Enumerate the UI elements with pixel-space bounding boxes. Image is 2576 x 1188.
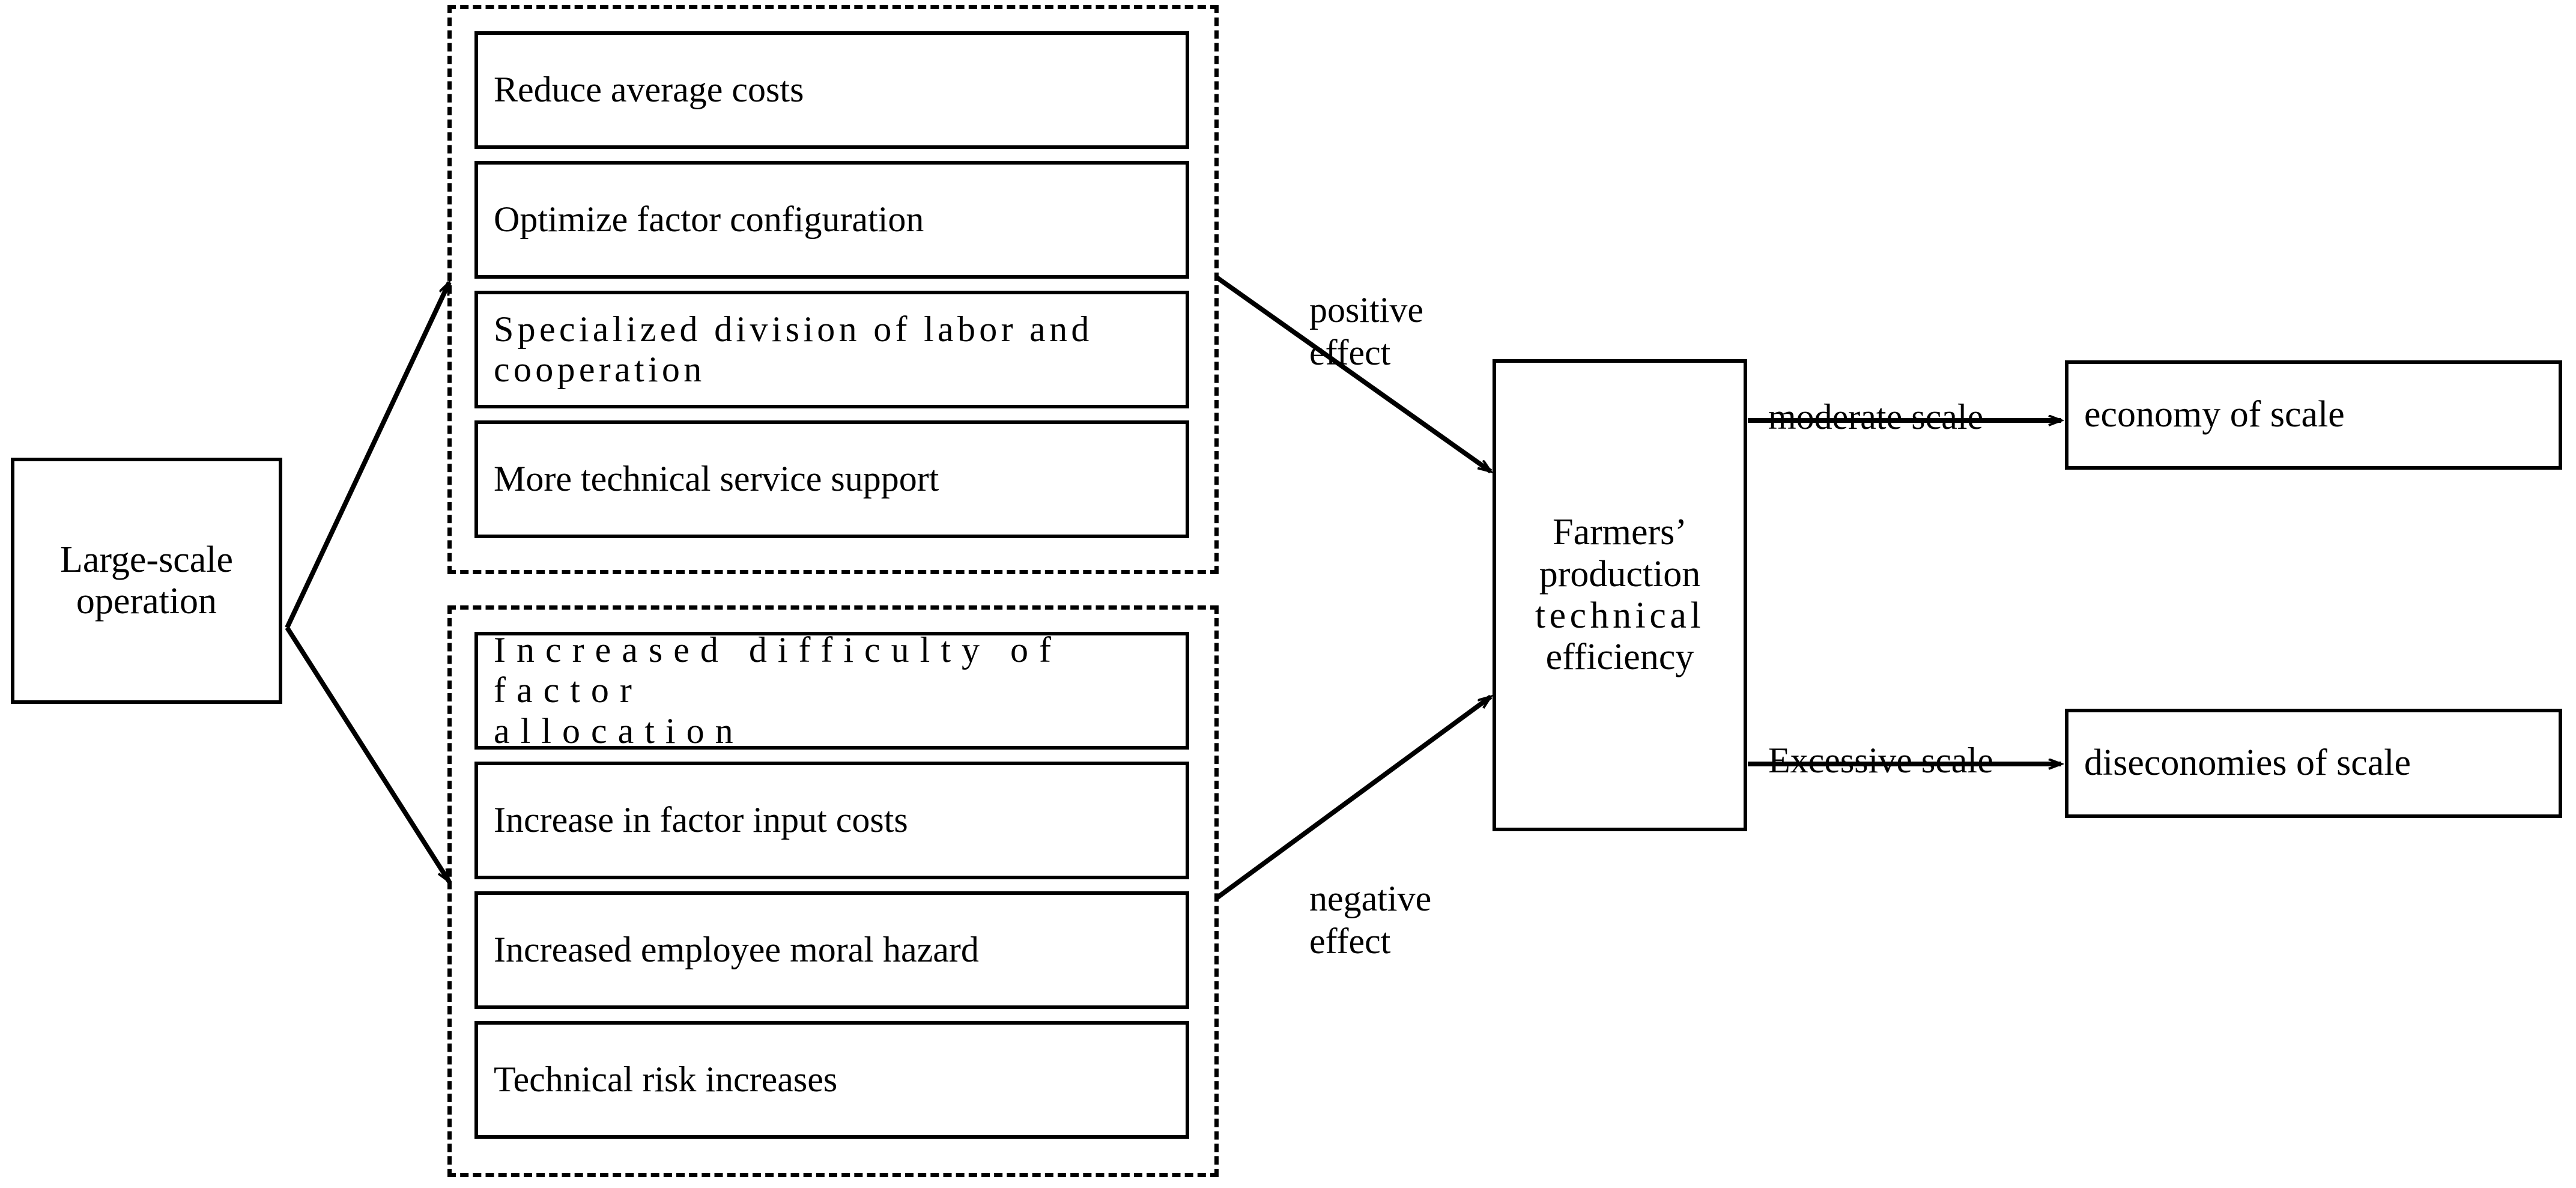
node-increase-in-factor-input-costs[interactable]: Increase in factor input costs bbox=[474, 762, 1189, 879]
node-increase-in-factor-input-costs-label: Increase in factor input costs bbox=[494, 800, 908, 840]
node-more-technical-service-support[interactable]: More technical service support bbox=[474, 420, 1189, 538]
node-optimize-factor-configuration-label: Optimize factor configuration bbox=[494, 199, 924, 240]
node-technical-risk-increases[interactable]: Technical risk increases bbox=[474, 1021, 1189, 1139]
node-diseconomies-of-scale-label: diseconomies of scale bbox=[2084, 742, 2411, 784]
node-large-scale-operation[interactable]: Large-scale operation bbox=[11, 458, 282, 704]
node-optimize-factor-configuration[interactable]: Optimize factor configuration bbox=[474, 161, 1189, 279]
node-more-technical-service-support-label: More technical service support bbox=[494, 459, 939, 499]
edge-label-moderate-scale-text: moderate scale bbox=[1768, 396, 1984, 437]
node-reduce-average-costs[interactable]: Reduce average costs bbox=[474, 31, 1189, 149]
edge-label-excessive-scale: Excessive scale bbox=[1768, 697, 1993, 782]
node-technical-risk-increases-label: Technical risk increases bbox=[494, 1059, 838, 1100]
node-farmers-production-technical-efficiency[interactable]: Farmers’ production technical efficiency bbox=[1493, 359, 1747, 831]
center-line-3: technical bbox=[1535, 595, 1705, 636]
edge-label-negative-effect: negative effect bbox=[1309, 835, 1431, 962]
center-line-1: Farmers’ bbox=[1553, 512, 1687, 553]
edge-label-positive-effect-text: positive effect bbox=[1309, 289, 1423, 372]
edge-root-to-positive bbox=[285, 282, 452, 629]
edge-label-moderate-scale: moderate scale bbox=[1768, 353, 1983, 438]
node-reduce-average-costs-label: Reduce average costs bbox=[494, 70, 804, 110]
node-increased-employee-moral-hazard[interactable]: Increased employee moral hazard bbox=[474, 891, 1189, 1009]
edge-root-to-negative bbox=[285, 626, 452, 882]
node-specialized-division-of-labor-label: Specialized division of labor and cooper… bbox=[494, 309, 1093, 389]
center-line-4: efficiency bbox=[1545, 637, 1694, 678]
center-line-2: production bbox=[1539, 553, 1701, 595]
node-increased-difficulty-of-factor-allocation[interactable]: Increased difficulty of factor allocatio… bbox=[474, 630, 1189, 751]
node-large-scale-operation-label: Large-scale operation bbox=[60, 539, 233, 622]
positive-factors-group bbox=[447, 5, 1219, 574]
edge-label-negative-effect-text: negative effect bbox=[1309, 878, 1432, 961]
edge-label-positive-effect: positive effect bbox=[1309, 246, 1423, 374]
node-increased-difficulty-of-factor-allocation-label: Increased difficulty of factor allocatio… bbox=[494, 630, 1062, 751]
node-economy-of-scale[interactable]: economy of scale bbox=[2065, 360, 2562, 470]
node-increased-employee-moral-hazard-label: Increased employee moral hazard bbox=[494, 930, 979, 970]
node-economy-of-scale-label: economy of scale bbox=[2084, 394, 2345, 435]
node-diseconomies-of-scale[interactable]: diseconomies of scale bbox=[2065, 709, 2562, 818]
negative-factors-group bbox=[447, 605, 1219, 1177]
edge-label-excessive-scale-text: Excessive scale bbox=[1768, 740, 1993, 780]
node-specialized-division-of-labor[interactable]: Specialized division of labor and cooper… bbox=[474, 291, 1189, 408]
